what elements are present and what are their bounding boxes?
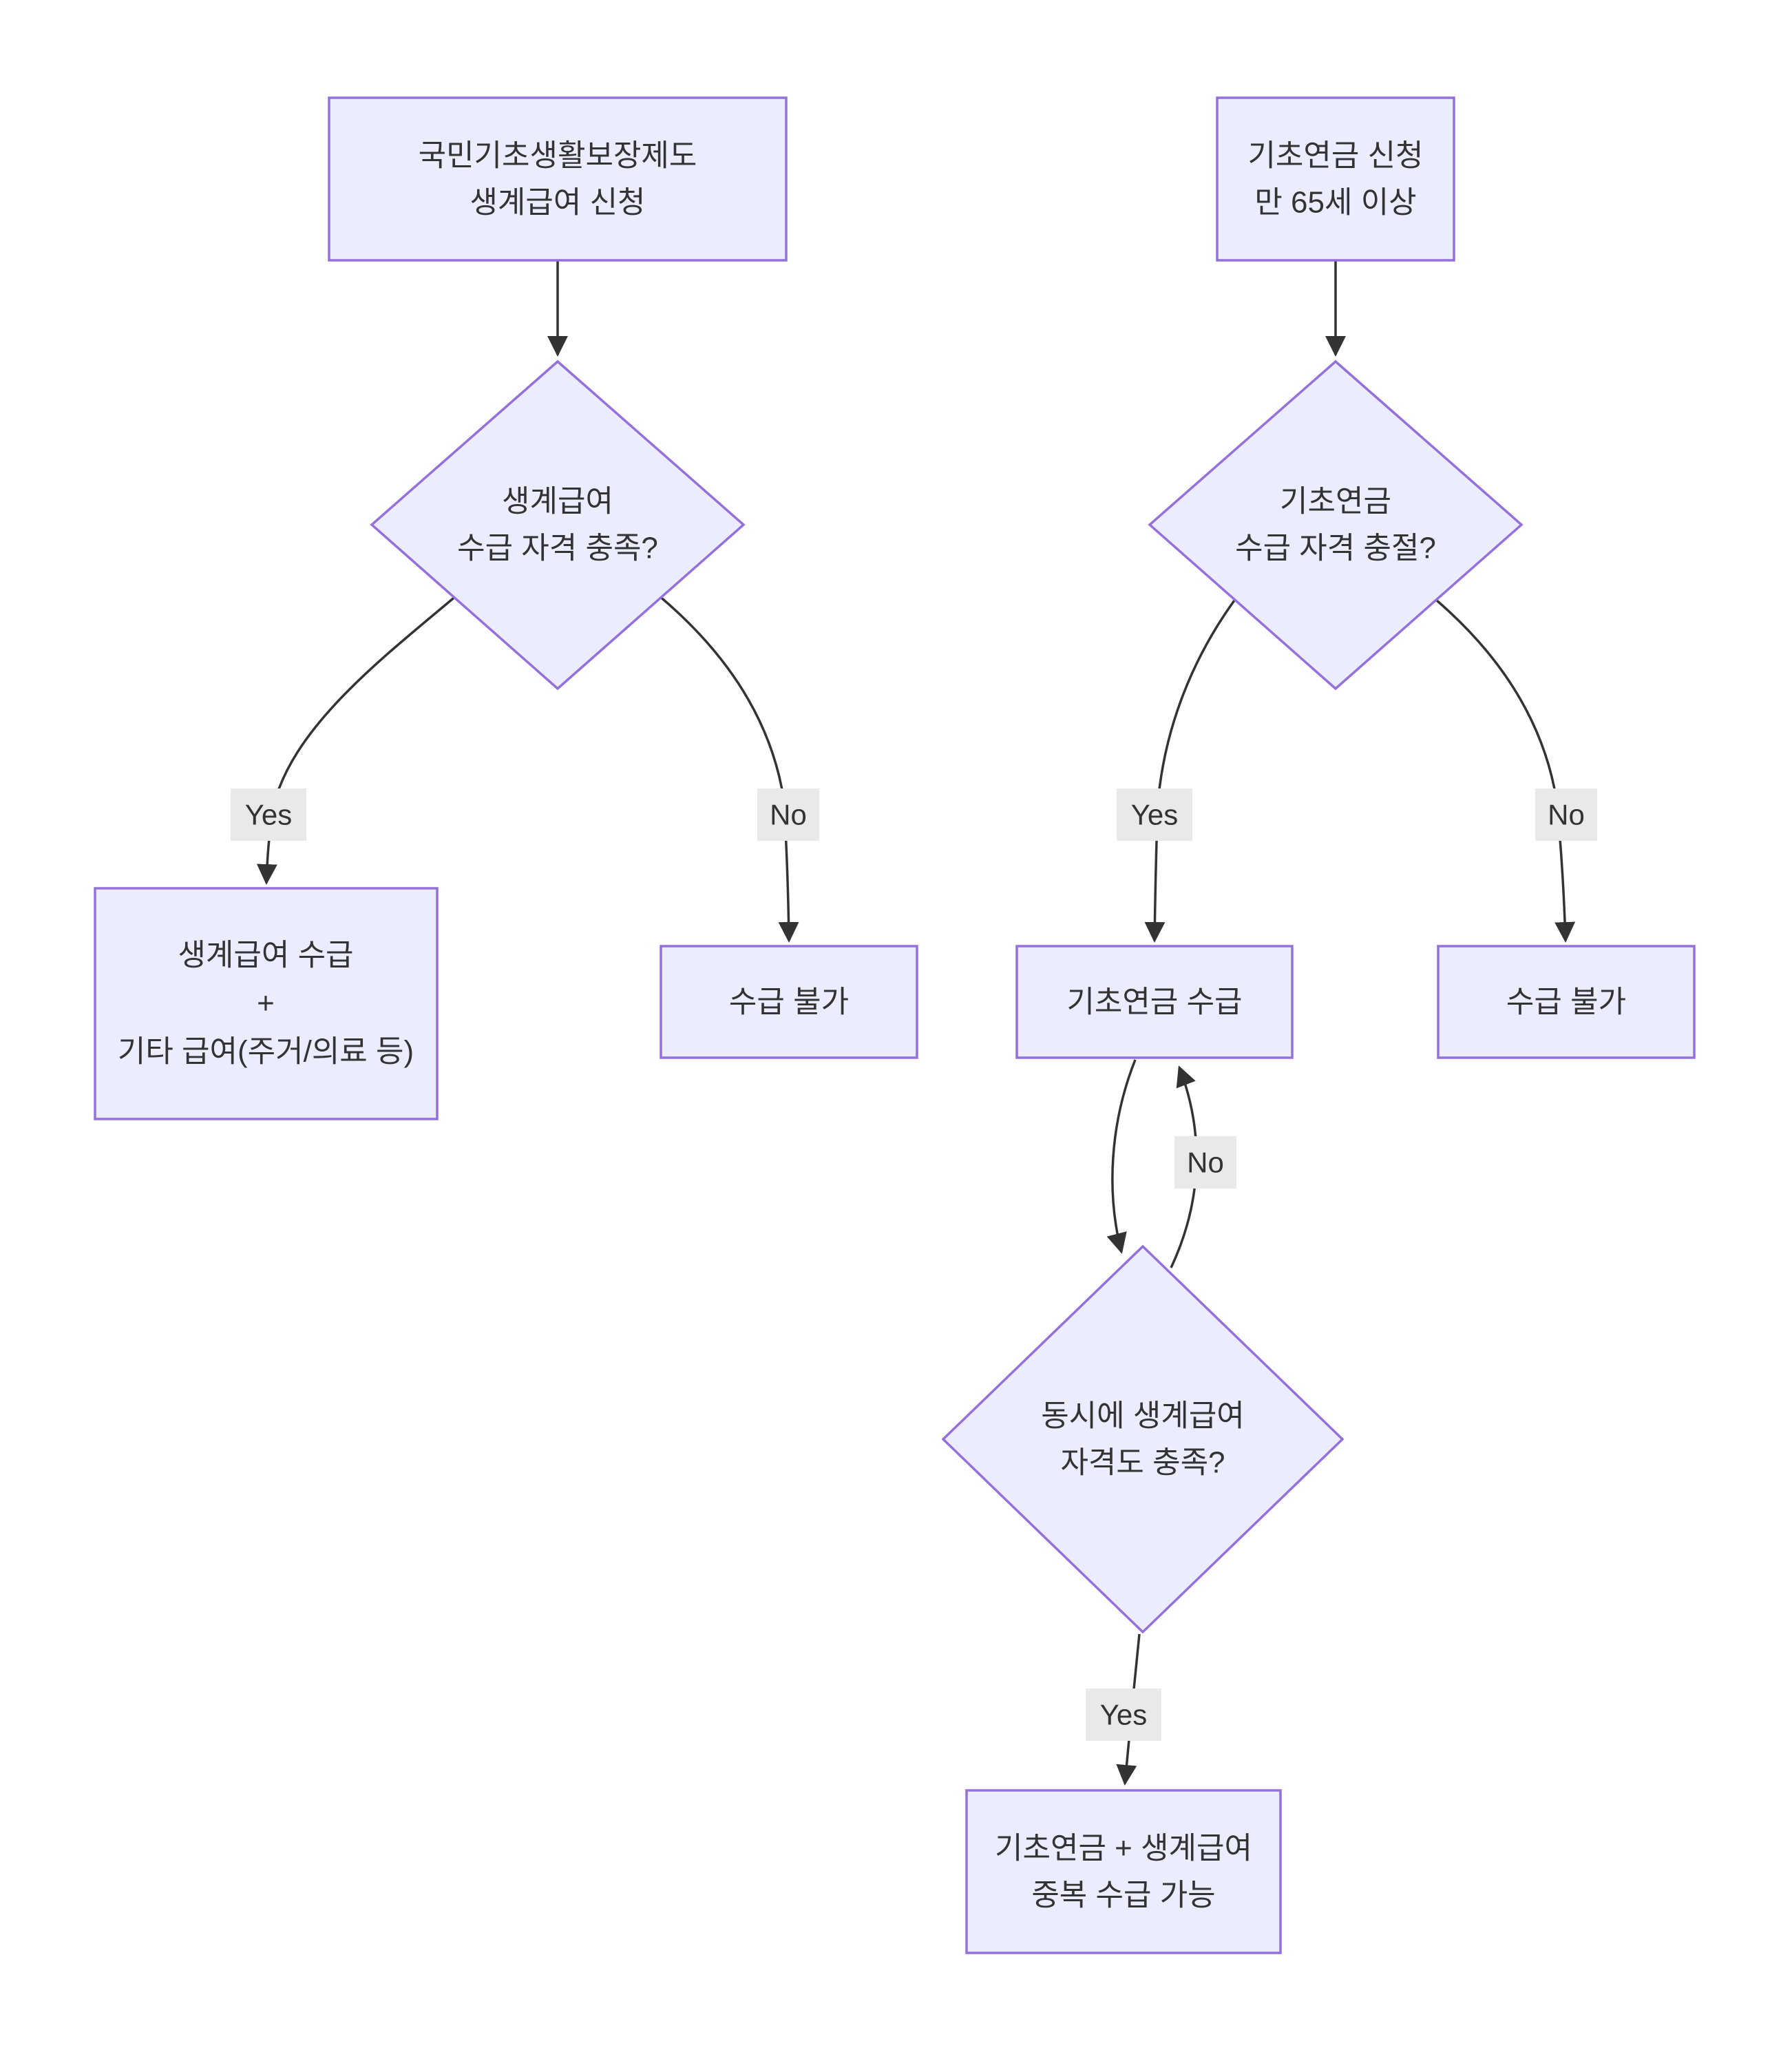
node-dual-benefit-box xyxy=(965,1789,1282,1954)
edge-right-yes xyxy=(1144,599,1236,943)
node-livelihood-deny: 수급 불가 xyxy=(660,945,918,1059)
node-basic-pension-apply-line2: 만 65세 이상 xyxy=(1254,186,1416,220)
node-dual-benefit-line2: 중복 수급 가능 xyxy=(1031,1879,1215,1912)
node-pension-eligible-decision-line2: 수급 자격 충절? xyxy=(1235,532,1436,565)
node-livelihood-grant-line1: 생계급여 수급 xyxy=(178,939,353,972)
edge-label-left-no-bg xyxy=(757,788,819,841)
node-pension-eligible-decision-line1: 기초연금 xyxy=(1280,485,1391,519)
node-pension-deny: 수급 불가 xyxy=(1437,945,1696,1059)
node-livelihood-deny-box xyxy=(660,945,918,1059)
edge-label-right-no-bg xyxy=(1535,788,1597,841)
node-livelihood-grant: 생계급여 수급 + 기타 급여(주거/의료 등) xyxy=(94,887,439,1120)
node-livelihood-deny-line1: 수급 불가 xyxy=(729,985,849,1019)
node-pension-deny-box xyxy=(1437,945,1696,1059)
node-dual-benefit: 기초연금 + 생계급여 중복 수급 가능 xyxy=(965,1789,1282,1954)
edge-label-dual-yes-bg xyxy=(1086,1688,1161,1741)
node-livelihood-eligible-decision: 생계급여 수급 자격 충족? xyxy=(370,359,746,691)
node-basic-livelihood-apply-line1: 국민기초생활보장제도 xyxy=(419,139,697,173)
node-also-livelihood-decision-diamond xyxy=(941,1244,1345,1634)
edge-label-left-no: No xyxy=(770,799,807,831)
node-livelihood-grant-line3: 기타 급여(주거/의료 등) xyxy=(118,1035,414,1069)
node-dual-benefit-line1: 기초연금 + 생계급여 xyxy=(995,1832,1252,1865)
edge-right-no xyxy=(1435,599,1576,943)
edge-label-loop-no: No xyxy=(1187,1147,1224,1179)
edge-left-no xyxy=(657,594,799,943)
node-pension-eligible-decision-diamond xyxy=(1148,359,1524,691)
node-livelihood-eligible-decision-diamond xyxy=(370,359,746,691)
edge-left-yes xyxy=(256,594,458,885)
edge-label-left-yes: Yes xyxy=(245,799,293,831)
node-pension-grant-line1: 기초연금 수급 xyxy=(1066,985,1242,1019)
edge-label-left-yes-bg xyxy=(231,788,306,841)
node-also-livelihood-decision-line2: 자격도 충족? xyxy=(1060,1446,1225,1480)
node-also-livelihood-decision-line1: 동시에 생계급여 xyxy=(1041,1399,1245,1433)
edge-label-right-yes-bg xyxy=(1117,788,1192,841)
node-basic-livelihood-apply-line2: 생계급여 신청 xyxy=(470,186,645,220)
edge-pension-to-decision2 xyxy=(1106,1059,1137,1254)
node-pension-grant-box xyxy=(1015,945,1294,1059)
node-pension-grant: 기초연금 수급 xyxy=(1015,945,1294,1059)
edge-labels: Yes No Yes No No Yes xyxy=(231,788,1597,1741)
node-basic-pension-apply: 기초연금 신청 만 65세 이상 xyxy=(1216,96,1455,262)
node-basic-livelihood-apply-box xyxy=(328,96,788,262)
node-basic-pension-apply-line1: 기초연금 신청 xyxy=(1247,139,1423,173)
edge-label-right-yes: Yes xyxy=(1131,799,1179,831)
node-basic-livelihood-apply: 국민기초생활보장제도 생계급여 신청 xyxy=(328,96,788,262)
edge-label-dual-yes: Yes xyxy=(1100,1699,1148,1731)
node-pension-deny-line1: 수급 불가 xyxy=(1506,985,1626,1019)
node-pension-eligible-decision: 기초연금 수급 자격 충절? xyxy=(1148,359,1524,691)
node-basic-pension-apply-box xyxy=(1216,96,1455,262)
node-livelihood-grant-box xyxy=(94,887,439,1120)
node-livelihood-eligible-decision-line2: 수급 자격 충족? xyxy=(457,532,658,565)
edge-label-loop-no-bg xyxy=(1174,1136,1236,1189)
edge-label-right-no: No xyxy=(1548,799,1585,831)
node-livelihood-eligible-decision-line1: 생계급여 xyxy=(502,485,613,519)
node-livelihood-grant-line2: + xyxy=(257,987,275,1021)
node-also-livelihood-decision: 동시에 생계급여 자격도 충족? xyxy=(941,1244,1345,1634)
